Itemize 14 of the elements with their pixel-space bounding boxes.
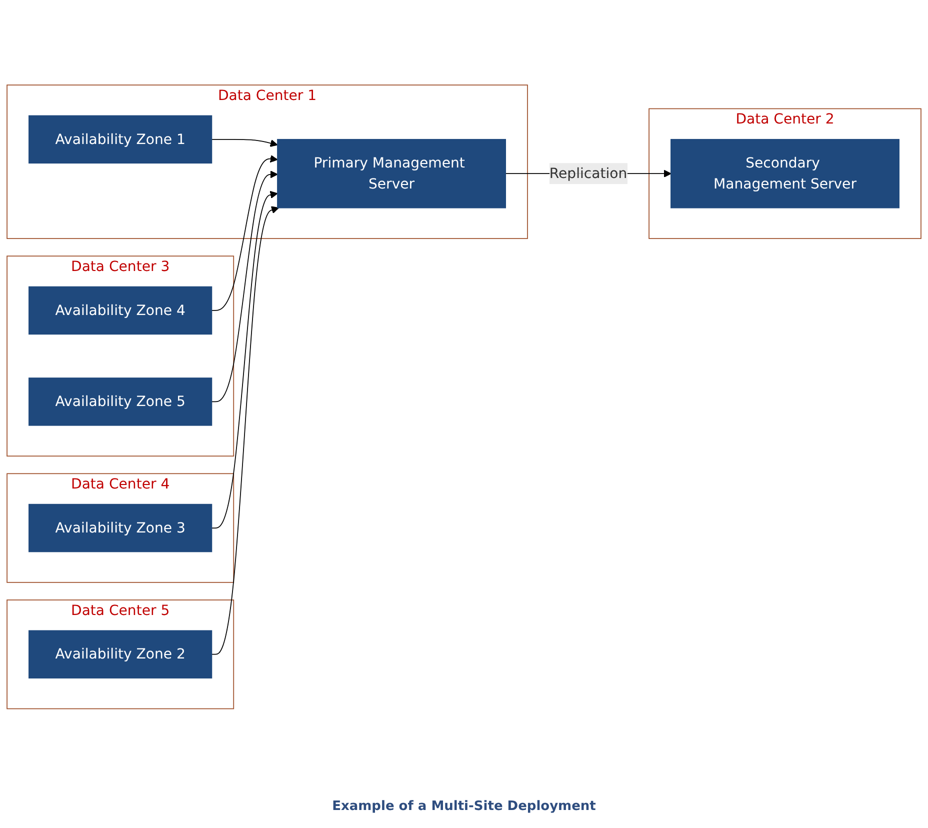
edge-label: Replication (549, 164, 628, 182)
arrow (211, 138, 278, 147)
node-box: Availability Zone 2 (28, 630, 212, 678)
arrow (211, 154, 278, 311)
node-box: Secondary Management Server (670, 138, 900, 208)
node-box: Availability Zone 5 (28, 377, 212, 426)
caption: Example of a Multi-Site Deployment (332, 799, 596, 814)
node-box: Primary Management Server (277, 138, 506, 208)
node-box: Availability Zone 4 (28, 286, 212, 334)
arrow (211, 206, 280, 654)
arrow (211, 190, 278, 528)
node-box: Availability Zone 3 (28, 504, 212, 552)
arrow (211, 170, 278, 402)
node-box: Availability Zone 1 (28, 114, 212, 164)
